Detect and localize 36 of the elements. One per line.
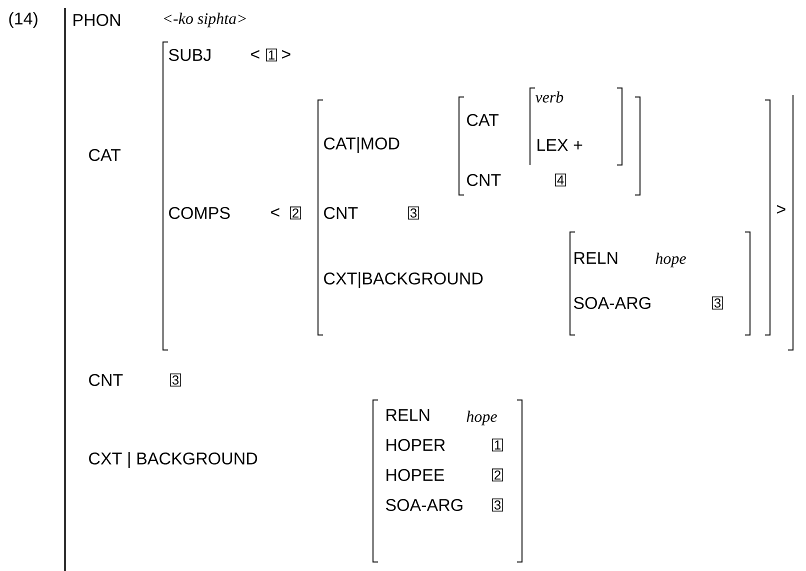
- feature-label: CXT|BACKGROUND: [324, 272, 483, 288]
- value-text: <-ko siphta>: [164, 12, 246, 28]
- feature-label: COMPS: [169, 206, 230, 220]
- feature-label: SUBJ: [168, 48, 210, 62]
- feature-label: RELN: [574, 252, 618, 264]
- value-text: hope: [656, 252, 686, 268]
- tag-box: 1: [492, 438, 504, 452]
- tag-box: 3: [712, 296, 724, 310]
- tag-box: 2: [492, 468, 504, 482]
- angle-bracket: >: [777, 205, 786, 214]
- feature-label: CNT: [324, 206, 358, 220]
- feature-label: RELN: [386, 409, 430, 421]
- angle-bracket: <: [271, 208, 280, 217]
- feature-label: SOA-ARG: [386, 498, 462, 512]
- tag-box: 1: [266, 48, 278, 62]
- angle-bracket: <: [251, 50, 260, 59]
- feature-label: CAT: [467, 114, 499, 126]
- feature-label: CXT | BACKGROUND: [89, 452, 258, 468]
- tag-box: 4: [555, 174, 566, 186]
- feature-label: CAT: [89, 148, 121, 162]
- feature-label: HOPER: [386, 438, 445, 452]
- tag-box: 3: [492, 498, 504, 512]
- value-text: hope: [466, 410, 497, 426]
- feature-label: CAT|MOD: [324, 137, 400, 153]
- feature-label: CNT: [89, 374, 123, 386]
- tag-box: 3: [408, 206, 420, 220]
- feature-label: PHON: [74, 14, 120, 26]
- feature-label: HOPEE: [386, 468, 444, 482]
- feature-label: LEX +: [538, 139, 582, 151]
- tag-box: 3: [170, 374, 182, 386]
- example-number: (14): [9, 12, 38, 28]
- feature-label: SOA-ARG: [574, 296, 650, 310]
- tag-box: 2: [290, 206, 302, 220]
- feature-label: CNT: [467, 174, 501, 186]
- angle-bracket: >: [282, 50, 290, 59]
- value-text: verb: [535, 91, 564, 103]
